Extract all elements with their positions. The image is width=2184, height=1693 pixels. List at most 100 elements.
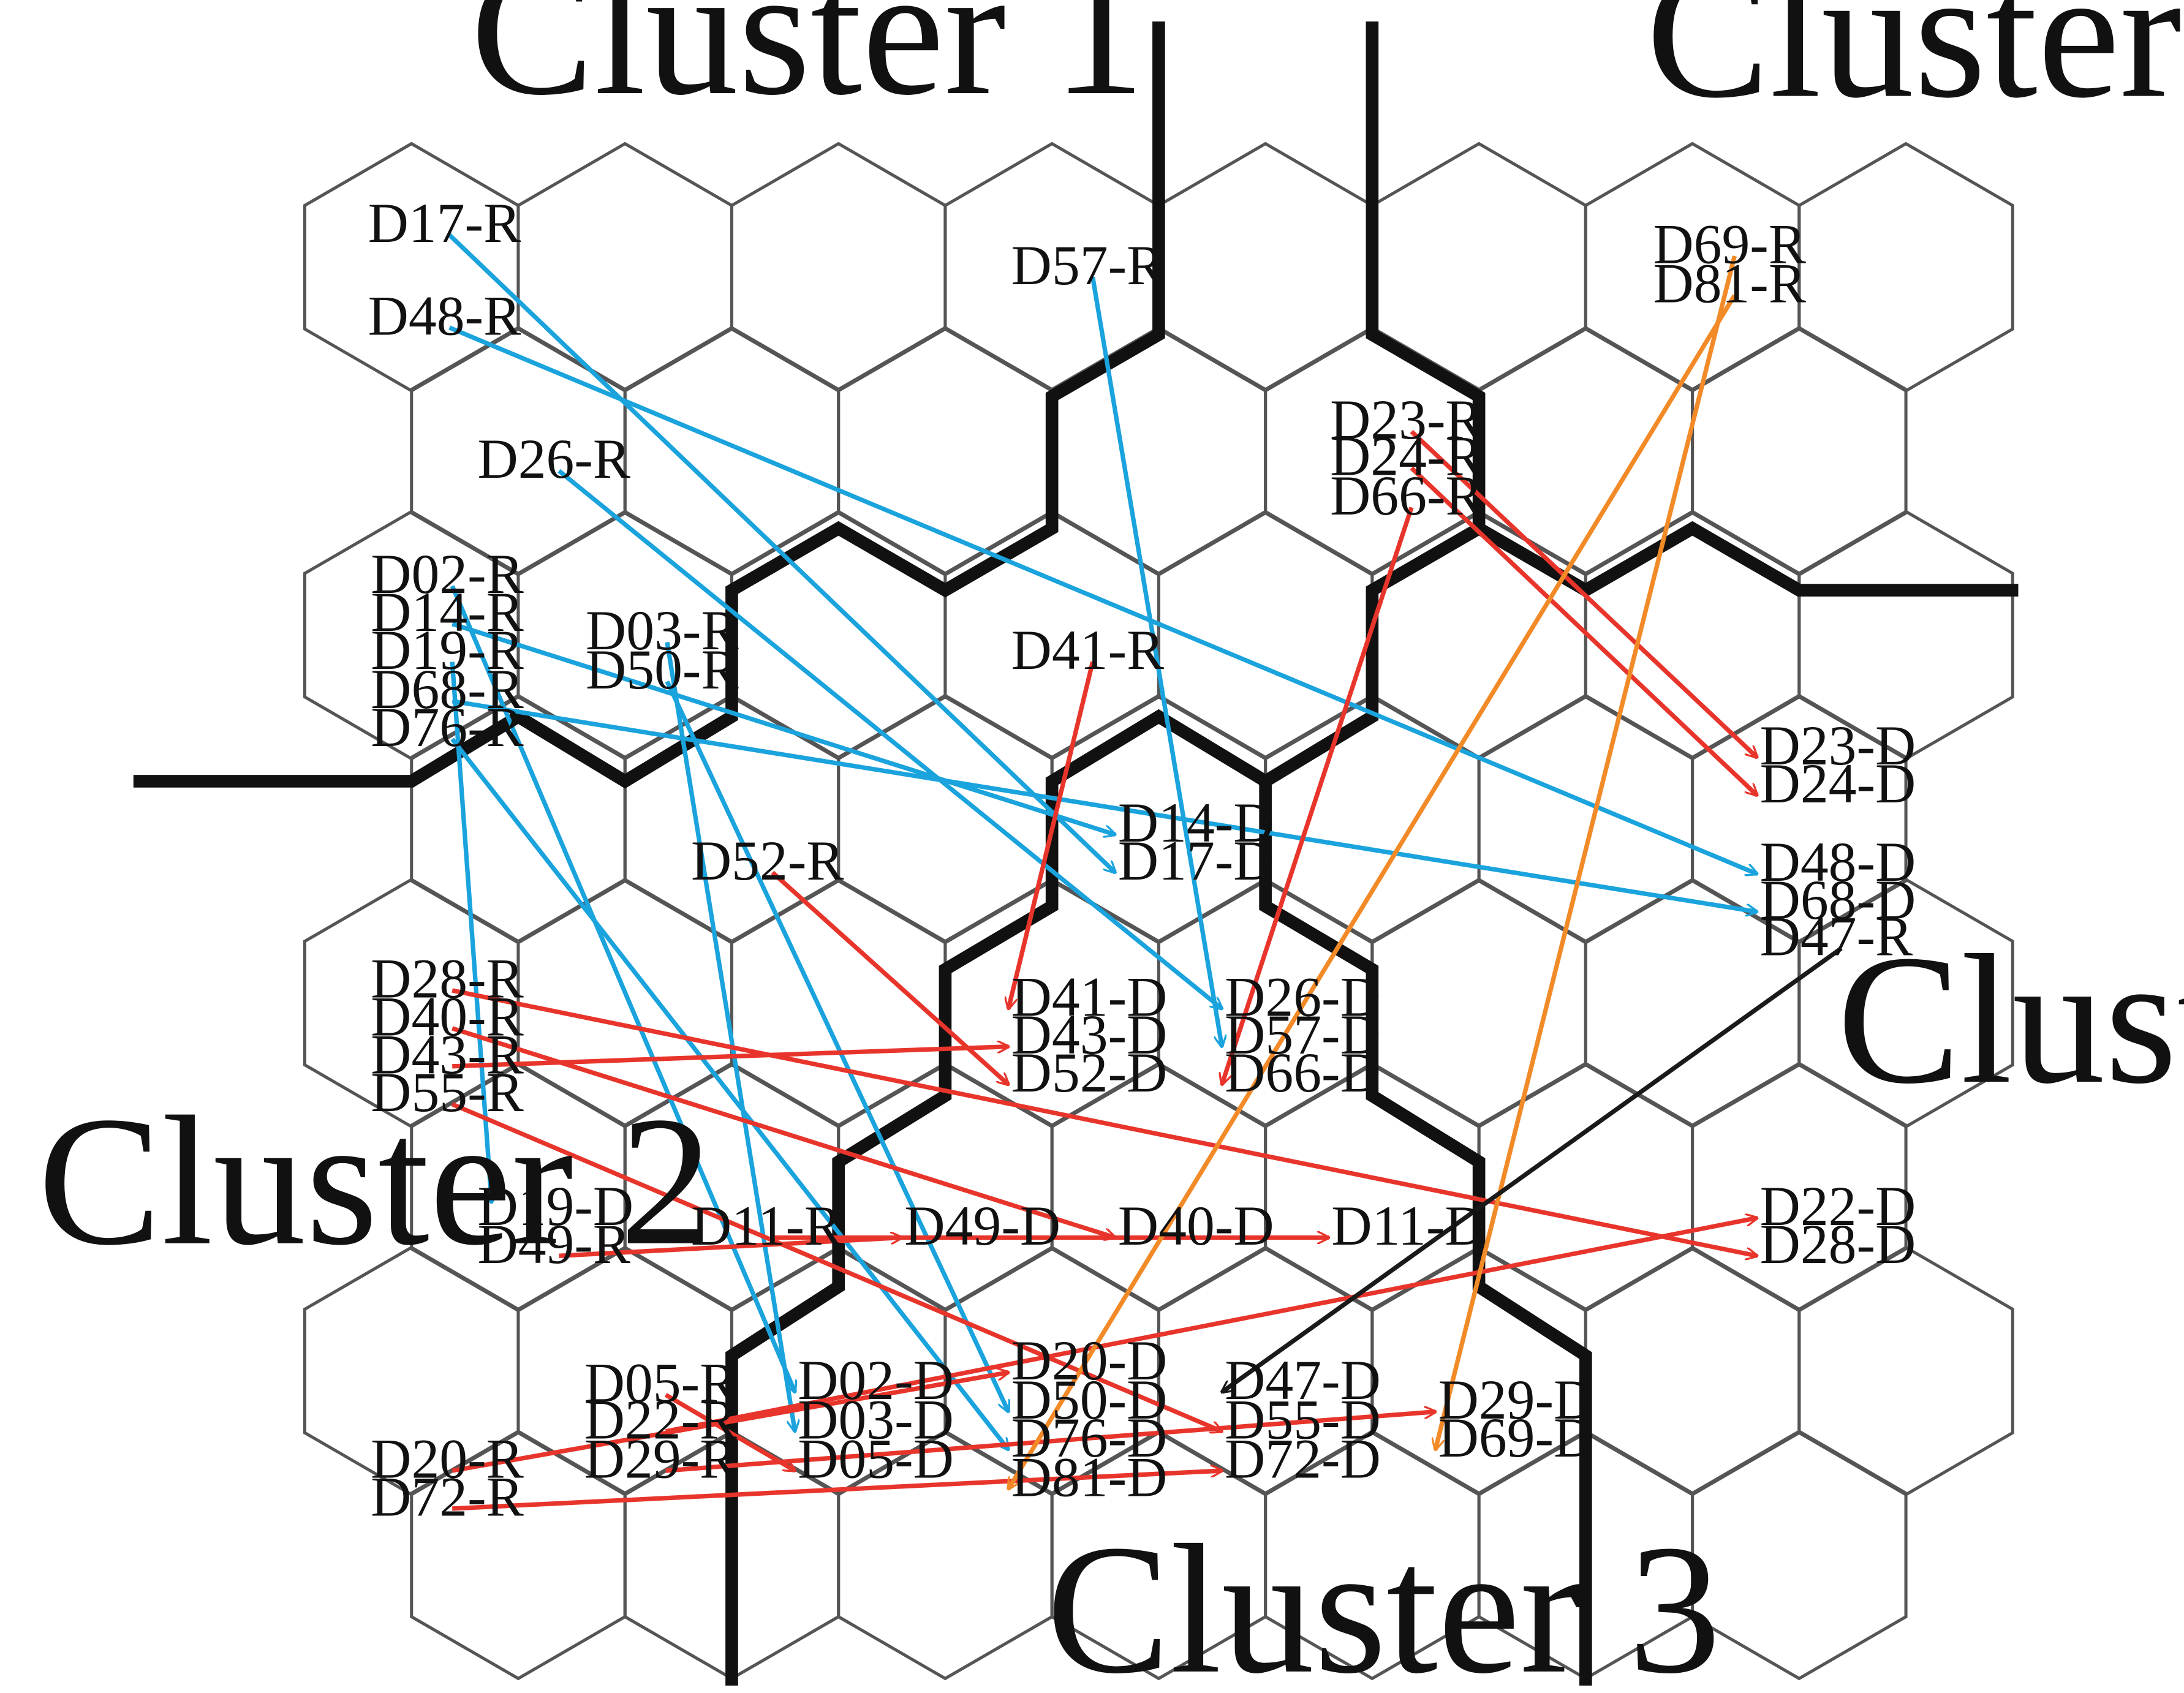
cluster-label-3: Cluster 3	[1046, 1507, 1721, 1693]
node-label-d48-r: D48-R	[368, 284, 521, 347]
node-label-d29-r: D29-R	[584, 1428, 738, 1490]
hex-cell	[1157, 141, 1374, 393]
node-label-d22-d: D22-D	[1760, 1175, 1916, 1237]
arrow-d69-r-to-d69-d	[1435, 255, 1737, 1450]
arrow-d47-r-to-d47-d	[1222, 946, 1843, 1392]
arrow-d20-r-to-d20-d	[452, 1373, 1008, 1473]
node-label-d11-d: D11-D	[1331, 1194, 1485, 1257]
node-label-d66-d: D66-D	[1225, 1041, 1381, 1104]
node-label-d57-r: D57-R	[1011, 234, 1165, 296]
node-label-d52-d: D52-D	[1011, 1041, 1168, 1104]
arrow-d48-r-to-d48-d	[448, 325, 1757, 874]
hex-cell	[730, 141, 947, 393]
hex-cell	[1477, 693, 1695, 945]
node-label-d26-r: D26-R	[477, 428, 630, 490]
arrow-d29-r-to-d29-d	[665, 1412, 1435, 1473]
arrow-d49-r-to-d49-d	[559, 1237, 901, 1258]
node-label-d43-d: D43-D	[1011, 1003, 1168, 1066]
hex-cell	[1691, 325, 1908, 577]
node-label-d40-r: D40-R	[371, 985, 524, 1047]
node-label-d28-d: D28-D	[1760, 1213, 1916, 1275]
node-label-d05-d: D05-D	[798, 1428, 954, 1490]
node-label-d29-d: D29-D	[1438, 1368, 1595, 1431]
node-label-d11-r: D11-R	[691, 1194, 842, 1257]
arrow-d28-r-to-d28-d	[452, 988, 1757, 1256]
node-label-d57-d: D57-D	[1225, 1003, 1381, 1066]
arrow-d57-r-to-d57-d	[1090, 276, 1222, 1046]
node-label-d49-d: D49-D	[904, 1194, 1060, 1257]
arrow-d17-r-to-d17-d	[448, 233, 1116, 873]
node-label-d76-d: D76-D	[1011, 1406, 1168, 1469]
node-label-d69-d: D69-D	[1438, 1406, 1595, 1469]
hex-cell	[623, 325, 841, 577]
arrow-d24-r-to-d24-d	[1410, 466, 1757, 795]
node-label-d14-d: D14-D	[1118, 791, 1274, 854]
node-label-d50-r: D50-R	[586, 638, 739, 701]
node-label-d68-r: D68-R	[371, 658, 524, 720]
node-label-d52-r: D52-R	[691, 829, 844, 892]
node-label-d68-d: D68-D	[1760, 869, 1916, 931]
node-label-d41-d: D41-D	[1011, 965, 1168, 1028]
hex-cell	[1050, 325, 1268, 577]
hex-cell	[837, 325, 1054, 577]
hex-cell	[1584, 1245, 1801, 1496]
node-label-d76-r: D76-R	[371, 696, 524, 758]
hex-cell	[1264, 693, 1481, 945]
arrow-d05-r-to-d05-d	[664, 1393, 795, 1473]
node-label-d55-r: D55-R	[371, 1061, 524, 1123]
arrow-d02-r-to-d02-d	[450, 585, 795, 1392]
arrow-d03-r-to-d03-d	[665, 641, 795, 1431]
arrow-d19-r-to-d19-d	[450, 662, 491, 1203]
node-label-d19-d: D19-D	[477, 1175, 633, 1237]
node-label-d24-r: D24-R	[1330, 425, 1483, 488]
arrow-d68-r-to-d68-d	[452, 699, 1757, 912]
arrow-d40-r-to-d40-d	[452, 1026, 1115, 1238]
hex-cell	[1797, 1245, 2014, 1496]
cluster-label-4: Cluster 4	[1837, 917, 2184, 1122]
node-label-d23-d: D23-D	[1760, 714, 1916, 777]
arrow-d66-r-to-d66-d	[1222, 507, 1414, 1084]
arrow-d14-r-to-d14-d	[452, 622, 1115, 835]
node-label-d43-r: D43-R	[371, 1023, 524, 1085]
arrows	[448, 233, 1843, 1511]
node-label-d14-r: D14-R	[371, 581, 524, 643]
cluster-label-2: Cluster 2	[38, 1079, 712, 1284]
node-label-d81-d: D81-D	[1011, 1446, 1168, 1508]
hex-cell	[837, 693, 1054, 945]
arrow-d22-r-to-d22-d	[665, 1218, 1757, 1434]
node-label-d03-r: D03-R	[586, 599, 739, 662]
node-label-d50-d: D50-D	[1011, 1368, 1168, 1431]
node-label-d49-r: D49-R	[477, 1213, 630, 1275]
node-label-d17-d: D17-D	[1118, 829, 1274, 892]
node-label-d03-d: D03-D	[798, 1388, 954, 1450]
cluster-label-1: Cluster 1	[470, 0, 1145, 134]
node-label-d26-d: D26-D	[1225, 965, 1381, 1028]
arrow-d43-r-to-d43-d	[452, 1047, 1008, 1069]
arrow-d72-r-to-d72-d	[452, 1471, 1222, 1511]
cluster-label-5: Cluster 5	[1646, 0, 2184, 137]
node-label-d02-r: D02-R	[371, 543, 524, 605]
arrow-d55-r-to-d55-d	[451, 1102, 1222, 1431]
node-label-d69-r: D69-R	[1653, 213, 1806, 275]
node-label-d20-d: D20-D	[1011, 1329, 1168, 1392]
boundary-inner-cluster5	[725, 522, 1483, 1686]
hex-cell	[730, 877, 947, 1129]
boundary-cluster3-cluster5	[1366, 21, 2019, 598]
node-label-d41-r: D41-R	[1011, 619, 1165, 681]
hex-cell	[1797, 141, 2014, 393]
arrow-d81-r-to-d81-d	[1006, 294, 1737, 1489]
arrow-d50-r-to-d50-d	[665, 681, 1011, 1412]
arrow-d26-r-to-d26-d	[557, 469, 1222, 1009]
node-label-d48-d: D48-D	[1760, 831, 1916, 893]
arrow-d41-r-to-d41-d	[1008, 661, 1095, 1009]
arrow-d76-r-to-d76-d	[450, 737, 1008, 1450]
arrow-d23-r-to-d23-d	[1410, 429, 1757, 758]
node-label-d20-r: D20-R	[371, 1428, 524, 1490]
hex-cell	[1370, 877, 1587, 1129]
hex-cell	[516, 141, 733, 393]
hex-cell	[1370, 510, 1587, 761]
node-label-d72-d: D72-D	[1225, 1428, 1381, 1490]
